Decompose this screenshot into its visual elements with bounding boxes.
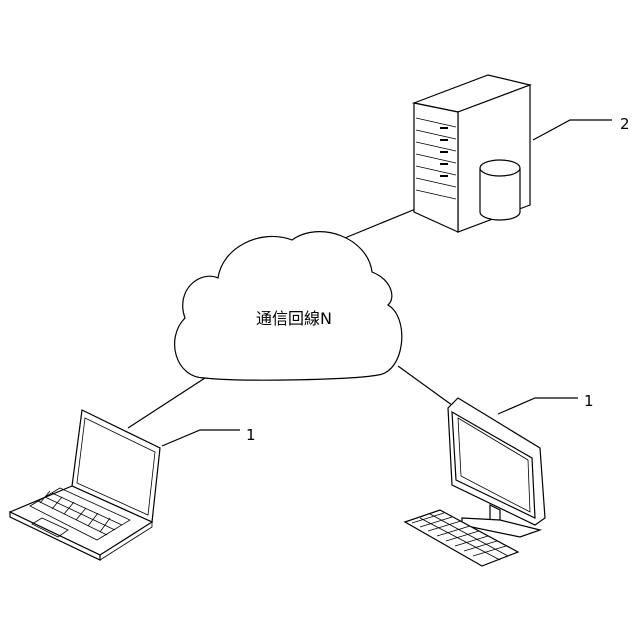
desktop-ref-leader	[498, 398, 578, 414]
desktop-ref-label: 1	[584, 392, 594, 410]
desktop-computer-icon	[405, 398, 545, 566]
server-ref-leader	[533, 120, 612, 140]
laptop-connection-line	[128, 378, 205, 428]
cloud-icon: 通信回線N	[175, 232, 402, 380]
server-icon	[414, 75, 530, 232]
server-ref-label: 2	[620, 115, 630, 133]
laptop-ref-label: 1	[246, 426, 256, 444]
network-label: 通信回線N	[256, 309, 332, 328]
desktop-connection-line	[398, 366, 456, 408]
laptop-ref-leader	[162, 430, 240, 446]
server-connection-line	[340, 208, 418, 240]
laptop-icon	[10, 410, 160, 560]
